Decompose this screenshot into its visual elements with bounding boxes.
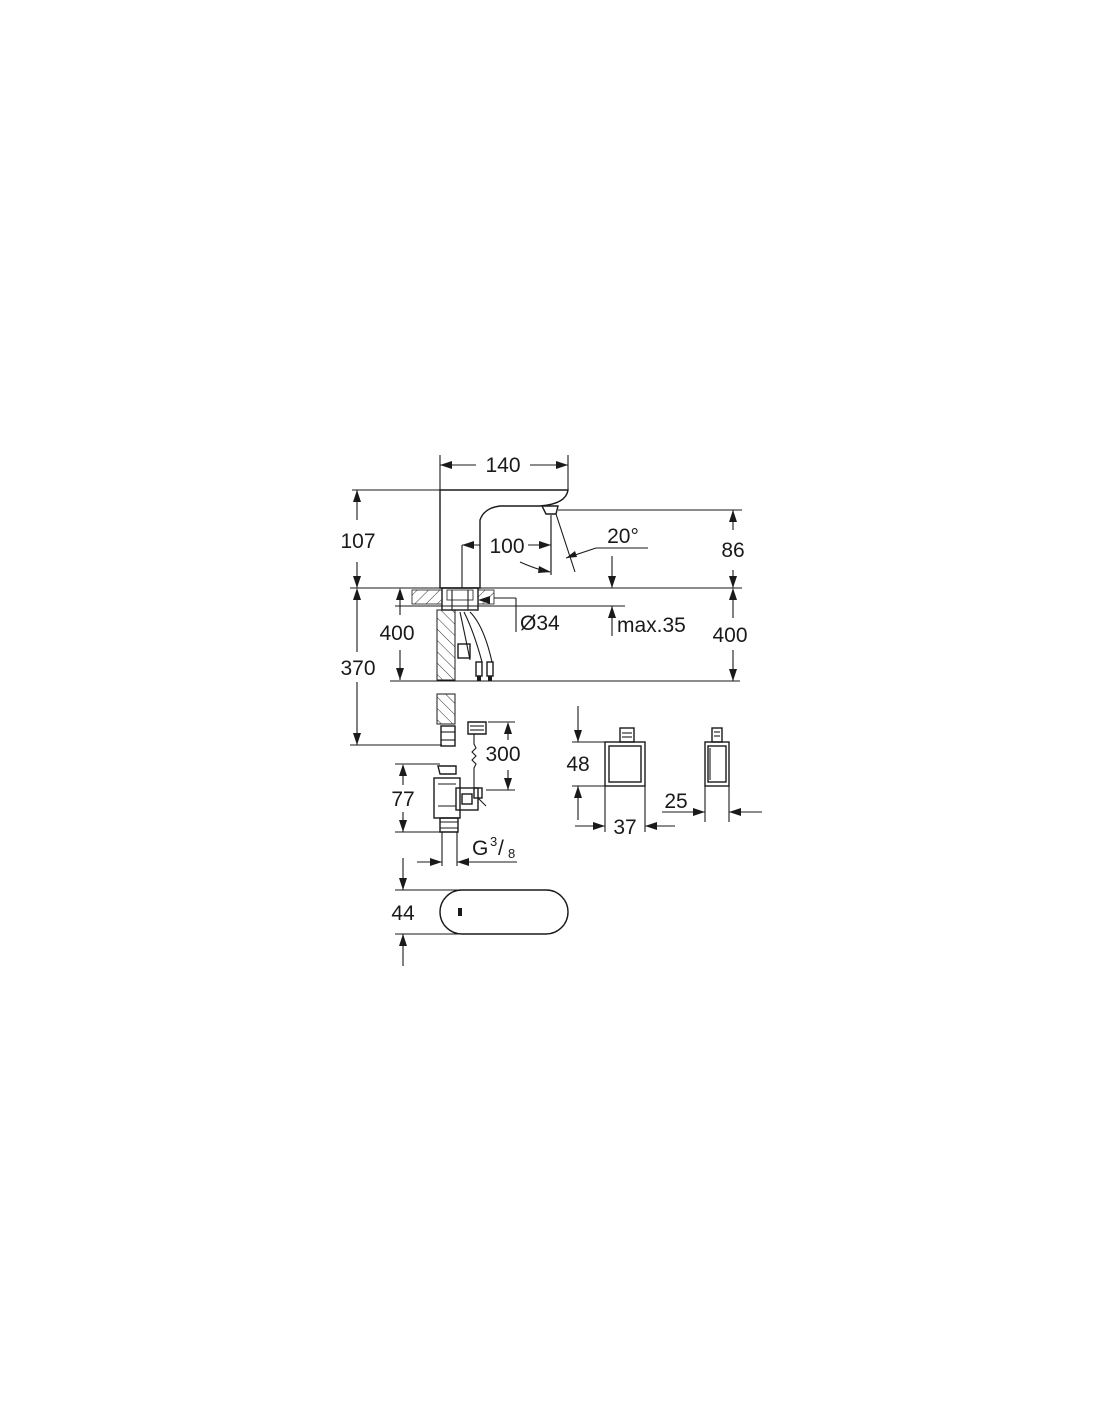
- dim-thread-size: G 3 / 8: [417, 832, 517, 866]
- dim-hole-diameter: Ø34: [478, 596, 560, 635]
- dim-cable-length: 300: [485, 721, 521, 791]
- dim-max-thickness: max.35: [608, 556, 686, 637]
- dim-label-diameter: Ø34: [520, 612, 560, 635]
- dim-label-25: 25: [664, 790, 687, 813]
- dim-label-20deg: 20°: [607, 525, 639, 548]
- dim-label-400-right: 400: [712, 624, 747, 647]
- dim-label-300: 300: [485, 743, 520, 766]
- dim-label-370: 370: [340, 657, 375, 680]
- battery-front-view: [604, 727, 646, 787]
- dim-base-width: 44: [391, 858, 460, 966]
- sensor-cables: [457, 611, 494, 681]
- dim-label-48: 48: [566, 753, 589, 776]
- dim-spout-height: 86: [558, 509, 745, 588]
- dim-label-400-left: 400: [379, 622, 414, 645]
- dim-label-100: 100: [489, 535, 524, 558]
- dim-label-thread-den: 8: [508, 846, 515, 861]
- dim-label-37: 37: [613, 816, 636, 839]
- dim-label-107: 107: [340, 530, 375, 553]
- dim-battery-depth: 25: [662, 786, 762, 822]
- dim-label-44: 44: [391, 902, 415, 925]
- dim-label-max35: max.35: [617, 614, 686, 637]
- base-top-view: [439, 889, 569, 935]
- dim-label-thread-num: 3: [490, 834, 497, 849]
- dim-battery-height: 48: [566, 706, 606, 820]
- dim-valve-height: 77: [391, 763, 440, 833]
- deck-mounting: [350, 587, 742, 632]
- dim-total-hose: 370: [340, 588, 442, 746]
- dim-faucet-height: 107: [340, 489, 440, 588]
- dim-battery-width: 37: [575, 786, 675, 839]
- battery-side-view: [704, 727, 730, 787]
- dim-label-77: 77: [391, 788, 414, 811]
- dim-label-thread-prefix: G: [472, 837, 488, 860]
- dim-label-86: 86: [721, 539, 744, 562]
- solenoid-valve: [433, 721, 487, 833]
- dim-hose-length-right: 400: [390, 588, 748, 682]
- dim-label-thread-slash: /: [498, 837, 504, 860]
- dim-spray-angle: 20°: [519, 513, 648, 575]
- dim-faucet-width: 140: [439, 454, 569, 490]
- dim-spout-reach: 100: [462, 520, 552, 575]
- dim-hose-length-left: 400: [379, 587, 415, 680]
- dim-label-140: 140: [485, 454, 520, 477]
- supply-hose: [436, 609, 456, 747]
